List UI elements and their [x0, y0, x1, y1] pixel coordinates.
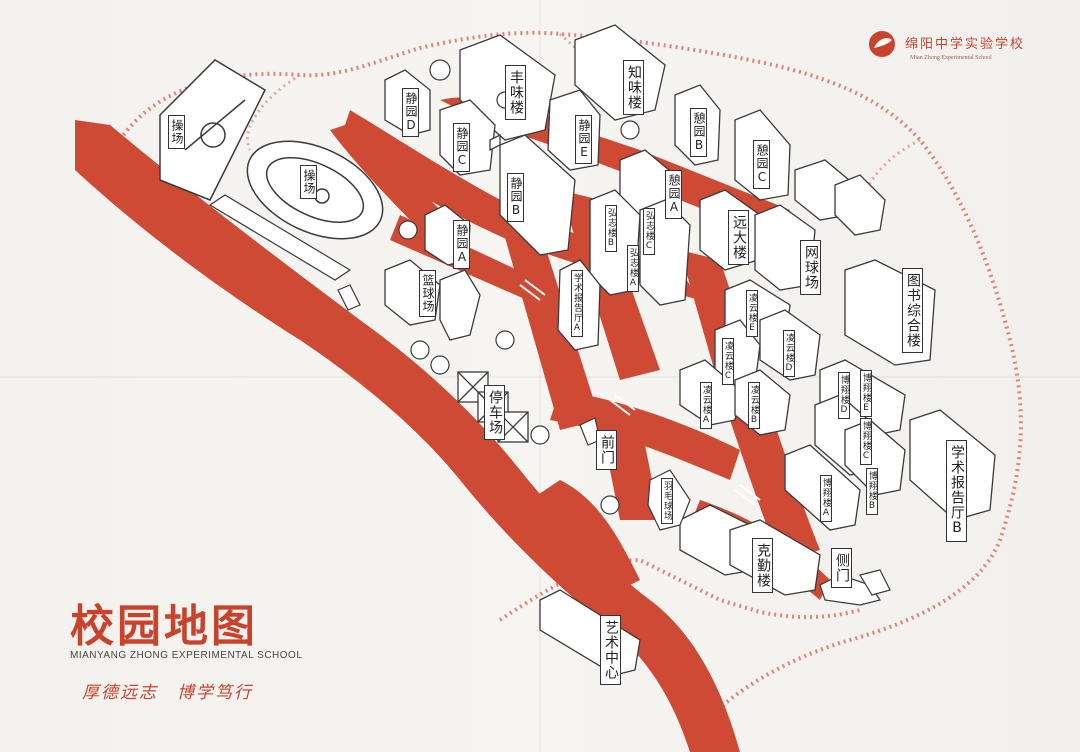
label-basketball[interactable]: 篮球场 — [419, 270, 436, 317]
school-motto: 厚德远志 博学笃行 — [82, 683, 253, 703]
map-title: 校园地图 — [70, 601, 258, 652]
crosswalks — [519, 279, 761, 506]
map-fold-vertical — [539, 0, 541, 752]
label-field-1[interactable]: 操场 — [168, 115, 185, 149]
label-boxiang-b[interactable]: 博翔楼B — [866, 468, 878, 515]
label-lingyun-e[interactable]: 凌云楼E — [746, 290, 758, 337]
map-fold-horizontal — [0, 376, 1080, 378]
road-cross — [550, 390, 740, 480]
label-boxiang-e[interactable]: 博翔楼E — [860, 370, 872, 417]
main-road-west — [75, 120, 740, 752]
label-library[interactable]: 图书综合楼 — [902, 268, 923, 353]
school-name: 绵阳中学实验学校 — [905, 37, 1026, 52]
school-name-en: Mian Zhong Experimental School — [910, 55, 992, 61]
label-boxiang-c[interactable]: 博翔楼C — [860, 418, 872, 465]
school-logo-icon — [869, 31, 895, 57]
label-tennis[interactable]: 网球场 — [800, 240, 821, 295]
label-badminton[interactable]: 羽毛球场 — [661, 478, 673, 524]
label-side-gate[interactable]: 侧门 — [831, 548, 852, 588]
label-boxiang-d[interactable]: 博翔楼D — [838, 372, 850, 419]
label-qiyuan-c[interactable]: 憩园C — [753, 140, 770, 189]
label-front-gate[interactable]: 前门 — [596, 430, 617, 470]
label-lingyun-c[interactable]: 凌云楼C — [722, 338, 734, 385]
label-lingyun-d[interactable]: 凌云楼D — [783, 330, 795, 377]
label-keqin[interactable]: 克勤楼 — [752, 538, 773, 593]
campus-fence — [118, 30, 1023, 732]
label-hongzhi-b[interactable]: 弘志楼B — [605, 205, 617, 252]
label-yuanda[interactable]: 远大楼 — [728, 210, 749, 265]
label-jingyuan-a[interactable]: 静园A — [453, 220, 470, 269]
label-jingyuan-e[interactable]: 静园E — [575, 115, 592, 164]
label-xueshu-a[interactable]: 学术报告厅A — [571, 270, 583, 337]
label-parking[interactable]: 停车场 — [484, 385, 505, 440]
stands — [208, 194, 361, 311]
road-south — [530, 480, 640, 600]
label-fengwei[interactable]: 丰味楼 — [505, 65, 526, 120]
label-boxiang-a[interactable]: 博翔楼A — [820, 475, 832, 522]
label-xueshu-b[interactable]: 学术报告厅B — [946, 440, 967, 542]
label-lingyun-b[interactable]: 凌云楼B — [748, 382, 760, 429]
label-hongzhi-a[interactable]: 弘志楼A — [627, 245, 639, 292]
label-hongzhi-c[interactable]: 弘志楼C — [643, 208, 655, 255]
label-zhiwei[interactable]: 知味楼 — [623, 60, 644, 115]
label-jingyuan-b[interactable]: 静园B — [507, 173, 524, 222]
label-qiyuan-b[interactable]: 憩园B — [690, 108, 707, 157]
road-center-vertical — [500, 220, 600, 430]
label-arts-center[interactable]: 艺术中心 — [600, 615, 621, 685]
campus-fence-inner — [245, 32, 921, 231]
label-field-2[interactable]: 操场 — [300, 165, 317, 199]
trees — [398, 59, 640, 515]
label-jingyuan-d[interactable]: 静园D — [402, 88, 419, 137]
sports-field-1 — [159, 59, 266, 201]
label-lingyun-a[interactable]: 凌云楼A — [700, 382, 712, 429]
map-subtitle: MIANYANG ZHONG EXPERIMENTAL SCHOOL — [70, 650, 303, 661]
label-jingyuan-c[interactable]: 静园C — [453, 123, 470, 172]
label-qiyuan-a[interactable]: 憩园A — [665, 170, 682, 219]
